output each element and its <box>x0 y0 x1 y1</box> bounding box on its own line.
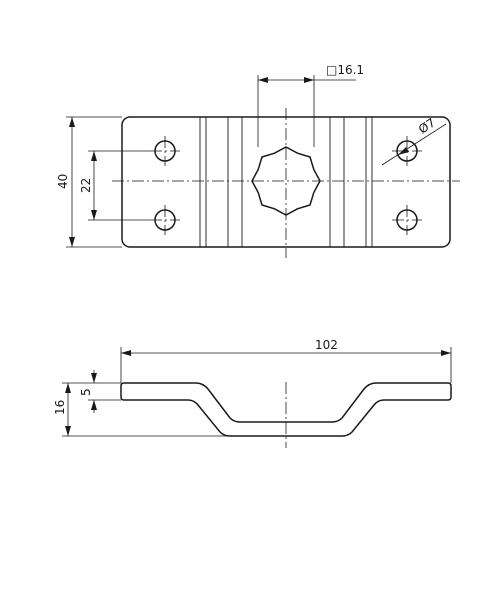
side-view: 102 16 5 <box>53 338 452 448</box>
bend-lines <box>199 117 373 247</box>
top-view: □16.1 Ø7 40 22 <box>56 63 460 258</box>
dimension-height-label: 40 <box>56 174 70 189</box>
mounting-holes <box>150 136 422 235</box>
dimension-offset-label: 5 <box>79 388 93 396</box>
dimension-spacing-label: 22 <box>79 178 93 193</box>
dimension-offset-5: 5 <box>79 370 121 413</box>
star-cutout <box>251 146 321 216</box>
dimension-length-102: 102 <box>120 338 452 383</box>
profile-outline <box>120 382 452 437</box>
dimension-spacing-22: 22 <box>79 150 150 221</box>
dimension-height-16: 16 <box>53 382 230 437</box>
dimension-hole-label: Ø7 <box>416 115 438 136</box>
dimension-square: □16.1 <box>257 63 364 147</box>
dimension-height-40: 40 <box>56 116 122 248</box>
dimension-square-label: □16.1 <box>326 63 364 77</box>
dimension-length-label: 102 <box>315 338 338 352</box>
dimension-profile-height-label: 16 <box>53 400 67 415</box>
